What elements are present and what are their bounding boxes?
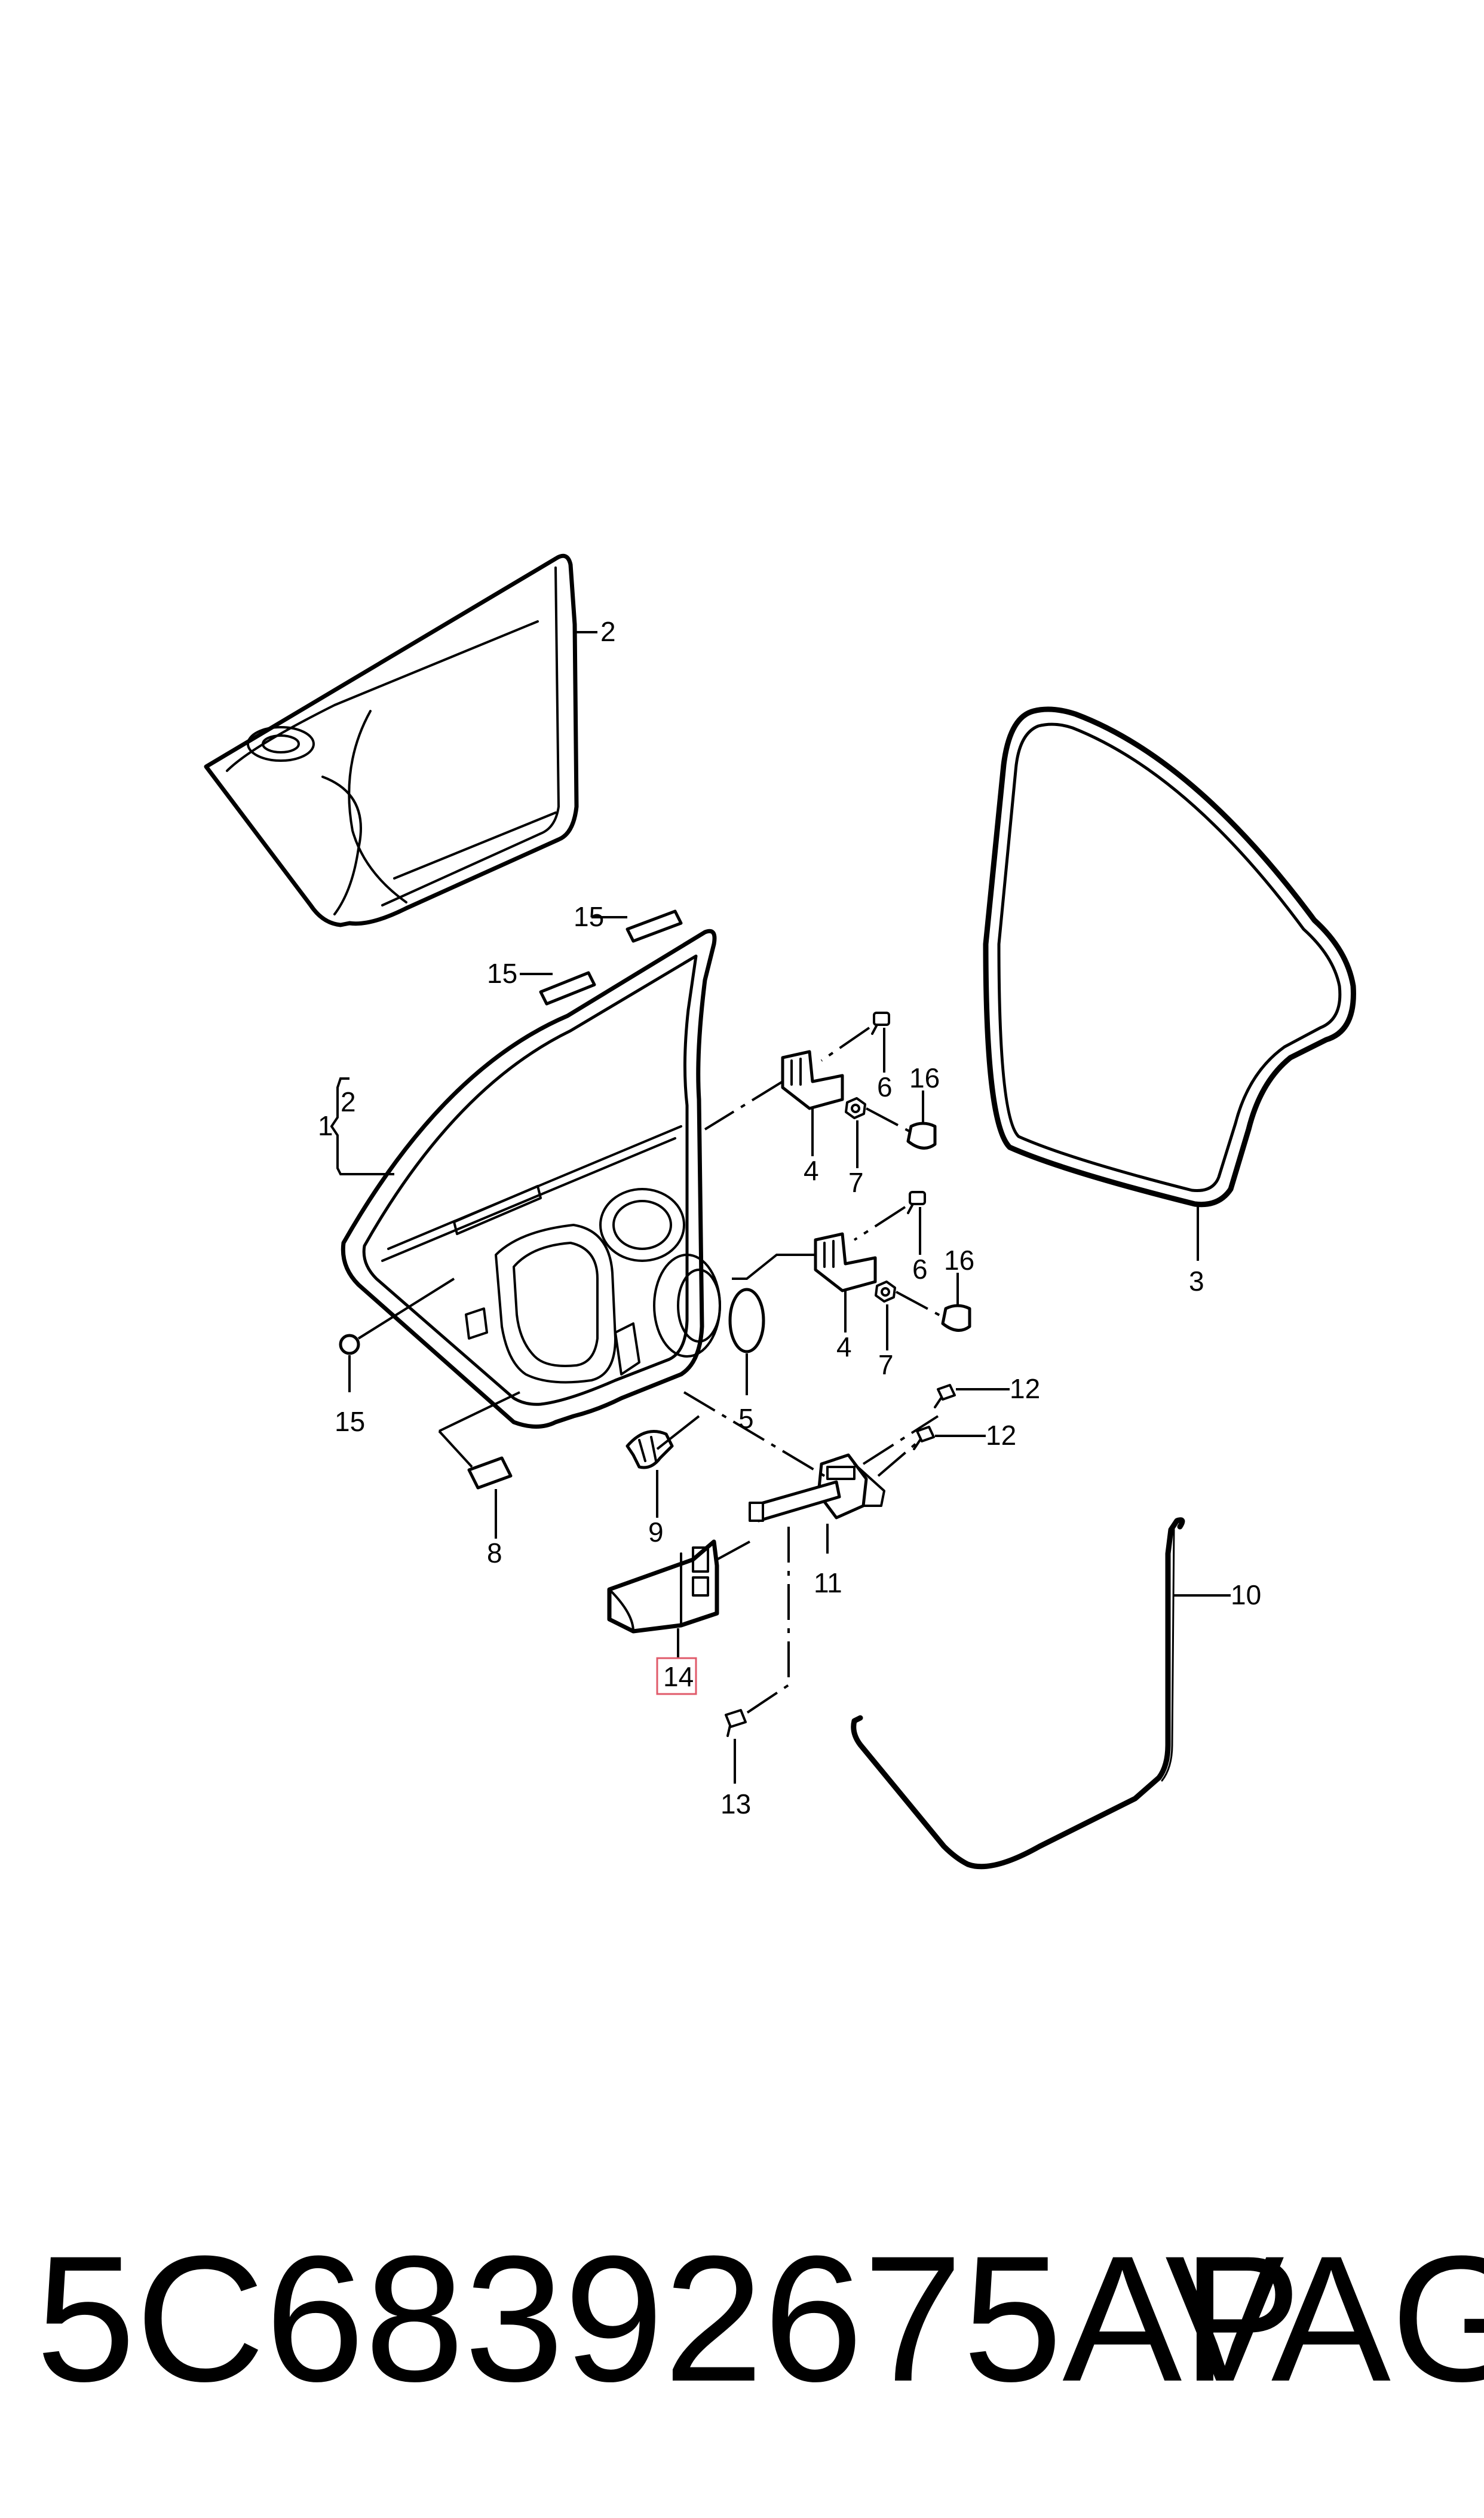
foam-pad-middle [539, 971, 596, 1006]
outer-door-panel [204, 553, 579, 927]
callout-14: 14 [663, 1661, 694, 1692]
callout-4-upper: 4 [804, 1155, 819, 1186]
callout-8: 8 [487, 1537, 502, 1569]
exploded-view-drawing: 2 3 1 2 15 15 15 [204, 553, 1356, 1870]
door-clip [626, 1430, 674, 1469]
callout-15-lower: 15 [335, 1406, 365, 1437]
callout-16-upper: 16 [909, 1062, 940, 1093]
hinge-cap-upper [906, 1122, 937, 1150]
door-cable [851, 1517, 1185, 1870]
insulation-pad [467, 1456, 513, 1490]
foam-pad-upper [626, 909, 683, 943]
callout-4-lower: 4 [836, 1331, 852, 1362]
check-strap-mounting-bolt [725, 1709, 747, 1737]
part-number: 5C68392675AP [36, 2218, 1302, 2419]
callout-1: 1 [318, 1110, 333, 1141]
hinge-bolt-lower [907, 1191, 926, 1214]
callout-14-highlight-box [656, 1657, 697, 1695]
part-number-footer: 5C68392675AP VAG [0, 2211, 1484, 2426]
callout-12-upper: 12 [1010, 1373, 1040, 1404]
hinge-nut-lower [875, 1281, 896, 1303]
door-check-strap [749, 1453, 885, 1523]
callout-2-bracket: 2 [341, 1086, 356, 1117]
drain-plug [339, 1334, 360, 1355]
callout-6-lower: 6 [912, 1254, 928, 1285]
brand-label: VAG [1165, 2218, 1484, 2419]
callout-12-lower: 12 [986, 1420, 1016, 1451]
callout-15-middle: 15 [487, 958, 517, 989]
lock-cover [607, 1539, 719, 1634]
check-strap-bolt-upper [934, 1384, 956, 1408]
callout-7-lower: 7 [878, 1349, 894, 1380]
hinge-cap-lower [941, 1304, 971, 1332]
callout-16-lower: 16 [944, 1245, 974, 1276]
hinge-bolt-upper [871, 1012, 890, 1035]
callout-10: 10 [1231, 1579, 1261, 1610]
check-strap-bolt-lower [913, 1426, 935, 1450]
door-shell [341, 929, 721, 1429]
callout-15-upper: 15 [574, 901, 604, 932]
lower-hinge [814, 1232, 877, 1292]
hinge-nut-upper [845, 1097, 866, 1119]
upper-hinge [781, 1050, 844, 1110]
callout-7-upper: 7 [848, 1167, 864, 1198]
callout-13: 13 [720, 1788, 751, 1819]
callout-6-upper: 6 [877, 1071, 893, 1102]
callout-2-panel: 2 [600, 616, 616, 647]
o-ring [728, 1288, 765, 1353]
callout-3: 3 [1189, 1266, 1204, 1297]
door-seal [983, 706, 1356, 1208]
callout-9: 9 [648, 1517, 664, 1548]
callout-11: 11 [814, 1567, 842, 1598]
